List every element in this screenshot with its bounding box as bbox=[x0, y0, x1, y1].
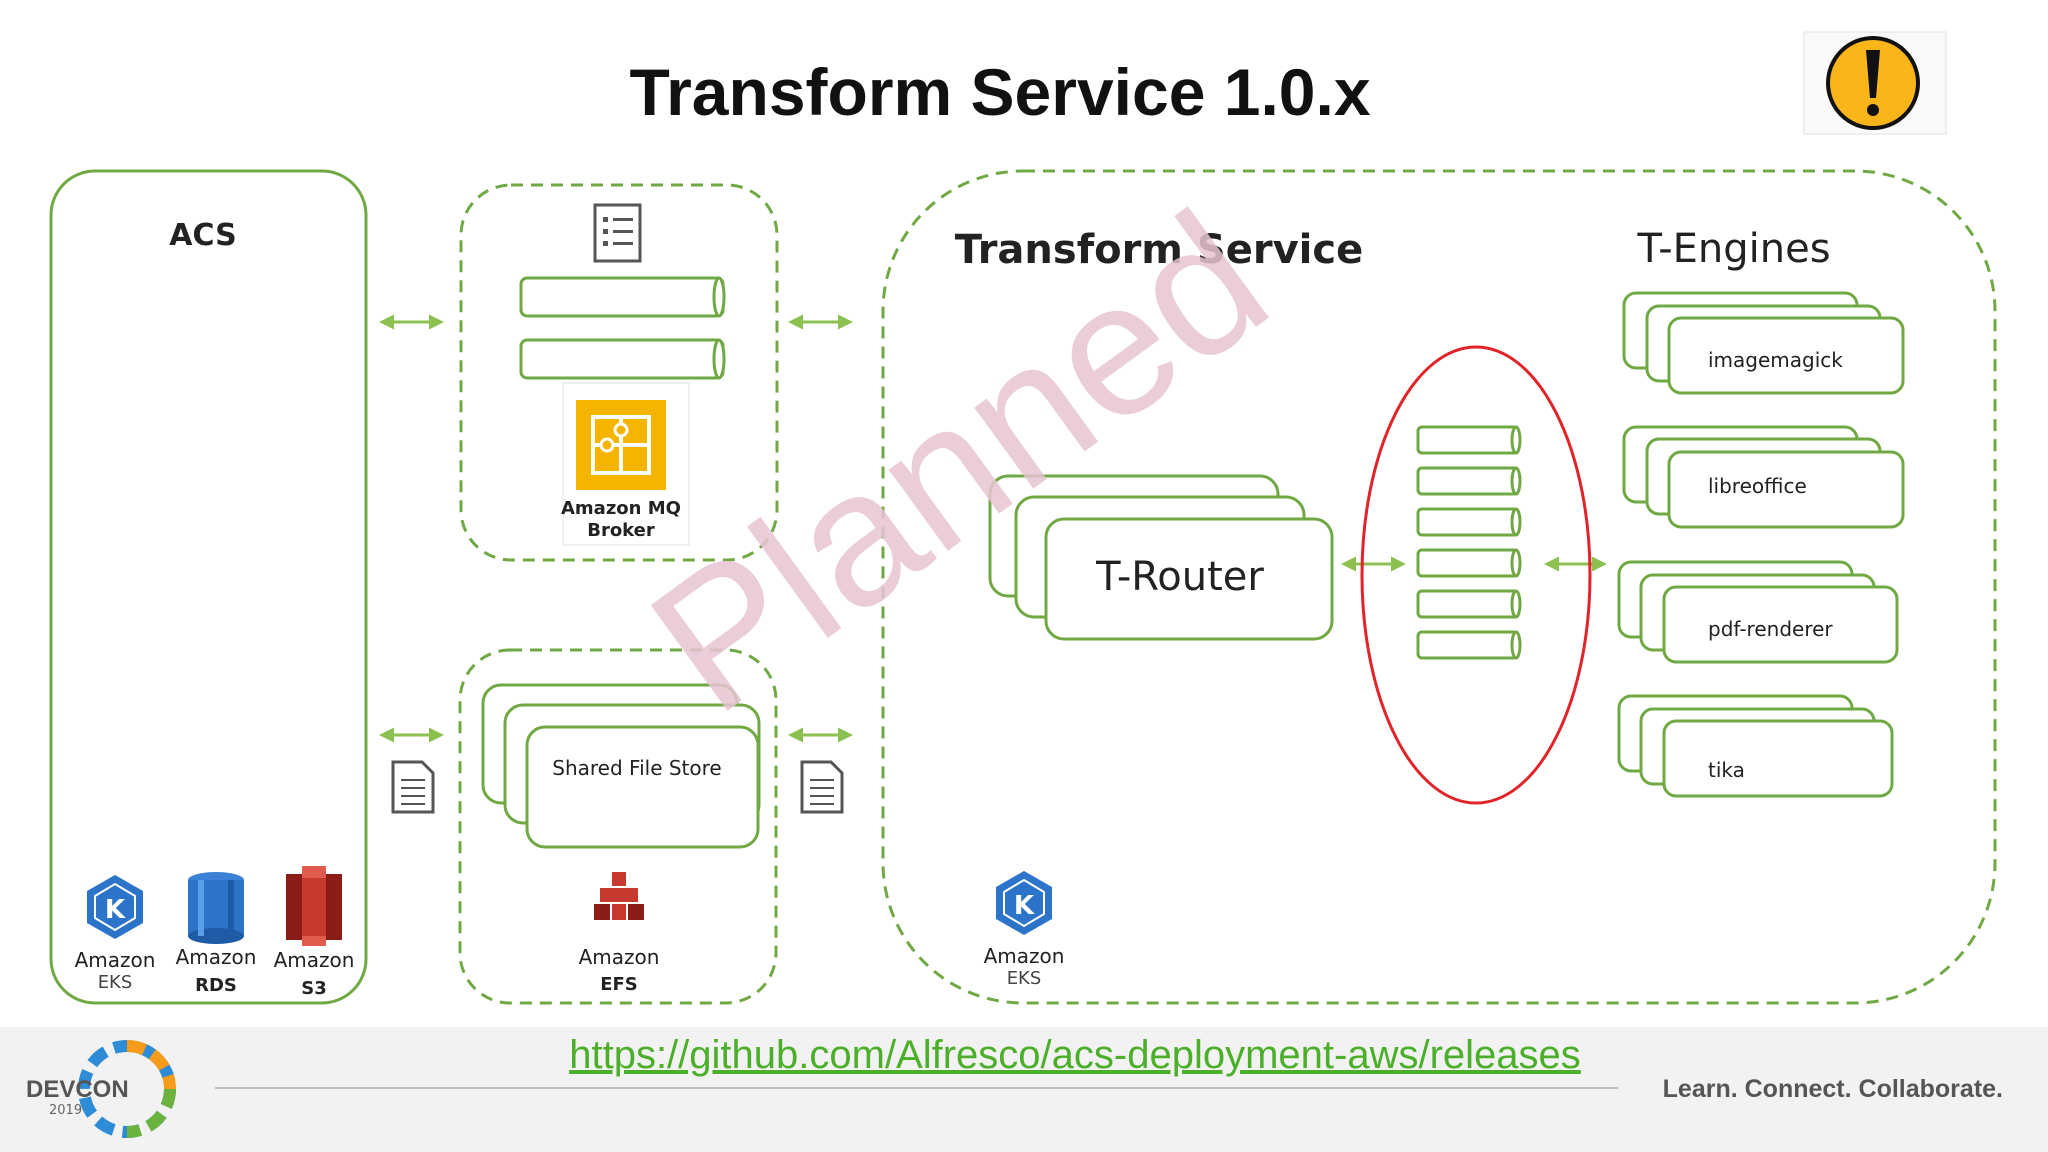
engine-label: tika bbox=[1708, 758, 1745, 782]
transform-service-title: Transform Service bbox=[955, 227, 1363, 273]
amazon-eks-icon: K bbox=[996, 871, 1052, 935]
svg-text:K: K bbox=[1014, 891, 1035, 921]
engine-stack-imagemagick bbox=[1622, 291, 1905, 395]
highlight-ellipse bbox=[1360, 345, 1592, 805]
engine-stack-pdf-renderer bbox=[1617, 560, 1899, 664]
queue-cylinder bbox=[1416, 466, 1522, 496]
releases-link[interactable]: https://github.com/Alfresco/acs-deployme… bbox=[569, 1033, 1581, 1077]
svg-text:K: K bbox=[105, 895, 126, 925]
engine-label: pdf-renderer bbox=[1708, 617, 1833, 641]
queue-cylinder bbox=[1416, 630, 1522, 660]
footer-tagline: Learn. Connect. Collaborate. bbox=[1663, 1075, 2003, 1103]
amazon-rds-icon bbox=[188, 872, 244, 944]
mq-container bbox=[459, 183, 779, 562]
queue-cylinder bbox=[1416, 507, 1522, 537]
transform-service-container bbox=[881, 169, 1997, 1005]
shared-file-store-stack bbox=[481, 683, 761, 849]
queue-cylinder bbox=[519, 338, 726, 380]
queue-cylinder bbox=[1416, 548, 1522, 578]
engine-queues bbox=[1416, 425, 1522, 660]
acs-service-name: Amazon bbox=[274, 948, 355, 972]
amazon-eks-icon: K bbox=[87, 875, 143, 939]
document-icon bbox=[391, 760, 435, 814]
acs-title: ACS bbox=[169, 218, 236, 253]
engine-label: imagemagick bbox=[1708, 348, 1843, 372]
mq-broker-label-line2: Broker bbox=[587, 520, 655, 541]
t-router-label: T-Router bbox=[1095, 554, 1264, 600]
acs-container: ACS bbox=[49, 169, 368, 1005]
shared-file-store-label: Shared File Store bbox=[552, 756, 721, 780]
amazon-mq-icon bbox=[562, 382, 690, 546]
engine-stack-tika bbox=[1617, 694, 1894, 798]
footer-bar bbox=[0, 1027, 2048, 1152]
queue-cylinder bbox=[1416, 425, 1522, 455]
warning-exclamation-icon bbox=[1803, 31, 1947, 135]
devcon-logo bbox=[78, 1040, 176, 1138]
amazon-efs-icon bbox=[594, 872, 644, 920]
queue-cylinder bbox=[1416, 589, 1522, 619]
devcon-logo-text: DEVCON bbox=[26, 1076, 129, 1103]
engine-label: libreoffice bbox=[1708, 474, 1807, 498]
acs-service-sub: EKS bbox=[98, 972, 133, 993]
efs-service-sub: EFS bbox=[600, 974, 638, 995]
acs-service-sub: RDS bbox=[195, 975, 237, 996]
efs-container bbox=[458, 648, 778, 1005]
acs-service-name: Amazon bbox=[75, 948, 156, 972]
engine-stack-libreoffice bbox=[1622, 425, 1905, 529]
amazon-s3-icon bbox=[286, 866, 342, 946]
mq-broker-label-line1: Amazon MQ bbox=[561, 498, 681, 519]
ts-eks-name: Amazon bbox=[984, 944, 1065, 968]
queue-list-icon bbox=[593, 203, 642, 263]
slide-title: Transform Service 1.0.x bbox=[629, 55, 1370, 129]
acs-service-name: Amazon bbox=[176, 945, 257, 969]
devcon-logo-year: 2019 bbox=[49, 1103, 82, 1118]
ts-eks-sub: EKS bbox=[1007, 968, 1042, 989]
t-engines-title: T-Engines bbox=[1636, 226, 1830, 272]
efs-service-name: Amazon bbox=[579, 945, 660, 969]
t-router-stack bbox=[988, 474, 1334, 641]
document-icon bbox=[800, 760, 844, 814]
acs-service-sub: S3 bbox=[301, 978, 327, 999]
queue-cylinder bbox=[519, 276, 726, 318]
